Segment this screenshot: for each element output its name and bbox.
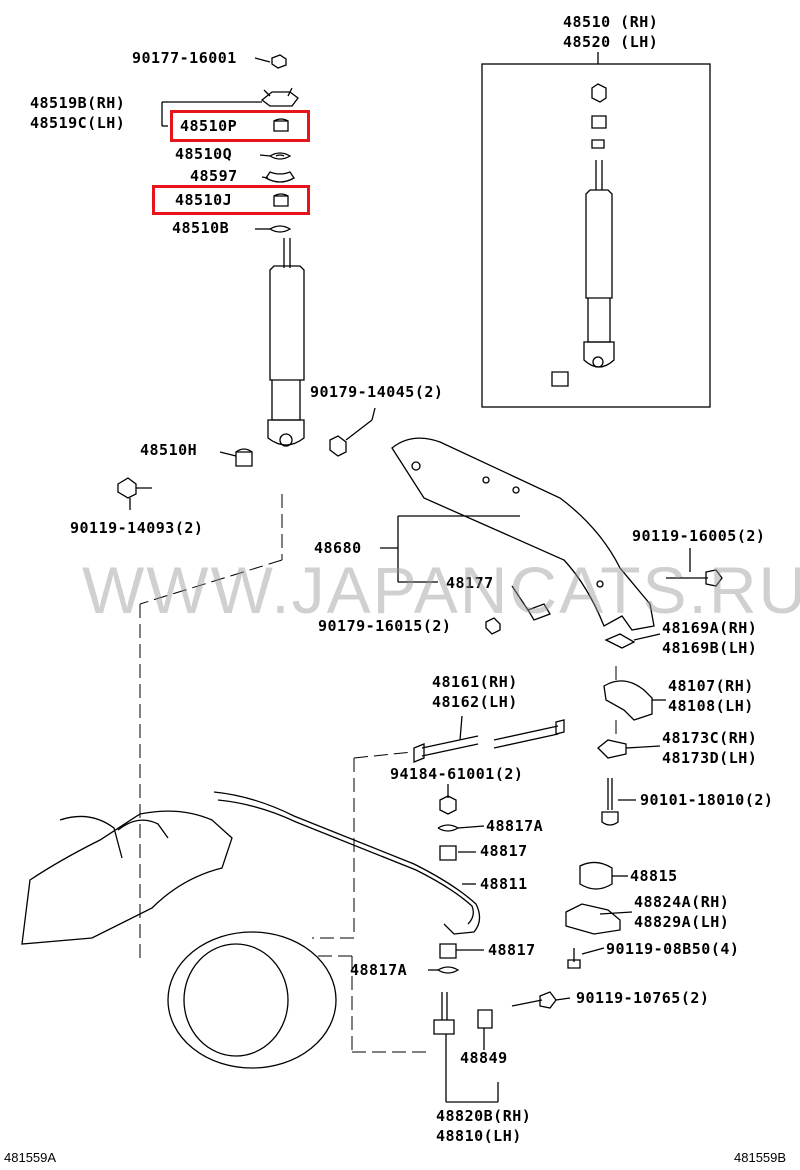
inset-label-rh: 48510 (RH) [563,13,659,31]
label-48510J: 48510J [175,191,233,209]
bolt-90119d [511,991,557,1009]
inset-label-lh: 48520 (LH) [563,33,659,51]
label-48169: 48169A(RH) 48169B(LH) [662,619,758,657]
washer-48817A-top [437,824,460,832]
bushing-48510H [235,448,253,467]
label-48173: 48173C(RH) 48173D(LH) [662,729,758,767]
sleeve-48177 [527,603,551,621]
torsion-bar-48161 [413,735,479,763]
bracket-48169 [604,633,636,649]
footer-left: 481559A [4,1150,57,1165]
cup-48597 [265,171,295,183]
bracket-48519 [260,87,299,107]
label-48519: 48519B(RH) 48519C(LH) [30,94,126,132]
label-48820: 48820B(RH) 48810(LH) [436,1107,532,1145]
label-48510H: 48510H [140,441,198,459]
label-90119d: 90119-10765(2) [576,989,710,1007]
inset-label: 48510 (RH) 48520 (LH) [563,12,658,52]
highlight-48510P [170,110,310,142]
bushing-48849 [477,1009,493,1029]
washer-48510B [269,225,292,233]
stabilizer-bar-48811 [213,791,481,935]
bolt-90119a [117,477,152,499]
bushing-48510J [273,193,289,207]
wheel-hub [167,931,337,1069]
watermark: WWW.JAPANCATS.RU [82,553,800,627]
label-48815: 48815 [630,867,678,885]
bracket-48173 [597,739,627,759]
shock-body-right [585,189,613,299]
label-48597: 48597 [190,167,238,185]
label-48817-bot: 48817 [488,941,536,959]
label-90119b: 90119-16005(2) [632,527,766,545]
highlight-48510J [152,185,310,215]
bushing-48815 [579,861,613,890]
footer-right: 481559B [734,1150,787,1165]
nut-94184 [439,795,457,815]
label-48817-top: 48817 [480,842,528,860]
label-48849: 48849 [460,1049,508,1067]
label-90177: 90177-16001 [132,49,237,67]
label-48177: 48177 [446,574,494,592]
label-48510Q: 48510Q [175,145,233,163]
label-90179b: 90179-16015(2) [318,617,452,635]
label-48824: 48824A(RH) 48829A(LH) [634,893,730,931]
label-90179a: 90179-14045(2) [310,383,444,401]
label-90119c: 90119-08B50(4) [606,940,740,958]
shock-body-left [269,265,305,381]
label-90101: 90101-18010(2) [640,791,774,809]
label-48510P: 48510P [180,117,238,135]
label-48510B: 48510B [172,219,230,237]
bushing-48817-bot [439,943,457,959]
bushing-48510P [273,118,289,132]
washer-48817A-bot [437,966,460,974]
label-48817A-bot: 48817A [350,961,408,979]
inset-frame [481,63,711,408]
label-48680: 48680 [314,539,362,557]
washer-48510Q [269,152,292,160]
bracket-48824 [565,903,621,935]
nut-90177 [271,54,287,69]
label-94184: 94184-61001(2) [390,765,524,783]
label-90119a: 90119-14093(2) [70,519,204,537]
nut-90179a [329,435,347,457]
label-48811: 48811 [480,875,528,893]
nut-90179b [485,617,501,635]
label-48107: 48107(RH) 48108(LH) [668,677,754,715]
frame-48680 [391,437,655,631]
link-48820 [433,1019,455,1035]
label-48817A-top: 48817A [486,817,544,835]
bolt-90119c [567,948,581,969]
label-48161: 48161(RH) 48162(LH) [432,673,518,711]
knuckle-arm [21,810,233,945]
bolt-90119b [666,569,723,587]
bracket-48107 [603,680,653,721]
bushing-48817-top [439,845,457,861]
shock-eye-left [267,419,305,446]
